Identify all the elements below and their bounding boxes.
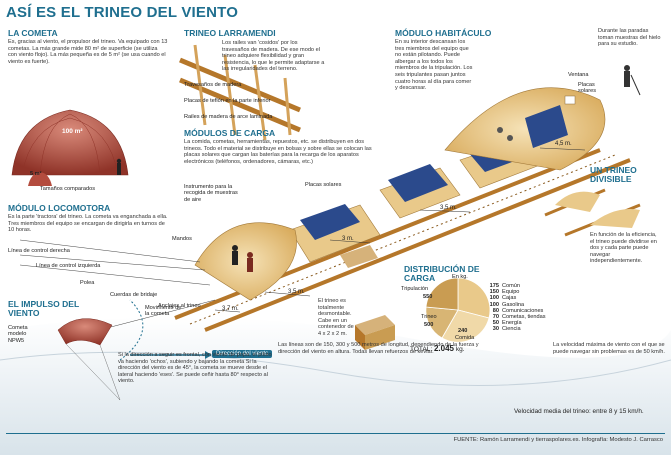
teflon-label: Placas de teflón en la parte inferior	[184, 98, 271, 104]
legend-label: Comunicaciones	[502, 307, 544, 314]
control-lines	[19, 239, 216, 336]
pie-label-sled: Trineo	[421, 314, 437, 320]
locomotive-dome	[194, 222, 297, 301]
legend-label: Cajas	[502, 295, 517, 302]
kite-model-label: Cometa modelo NPW5	[8, 325, 28, 344]
legend-label: Ciencia	[502, 326, 521, 333]
distribution-total: TOTAL: 2.045 kg.	[410, 344, 464, 353]
source-credit: FUENTE: Ramón Larramendi y tierraspolare…	[453, 437, 663, 443]
legend-value: 100	[489, 295, 499, 302]
dim-front: 3,7 m.	[222, 306, 239, 312]
dim-locomotive: 3,5 m.	[288, 289, 305, 295]
impulso-text: Si la dirección a seguir es frontal, con…	[118, 352, 272, 385]
dim-cargo-2: 3,5 m.	[440, 205, 457, 211]
larramendi-text: Los railes van 'cosidos' por los travesa…	[222, 40, 325, 73]
legend-value: 70	[492, 314, 499, 321]
page-title: ASÍ ES EL TRINEO DEL VIENTO	[6, 4, 239, 21]
total-label: TOTAL:	[410, 346, 433, 353]
kite-movement-label: Movimiento de la cometa	[145, 305, 182, 318]
carga-text: La comida, cometas, herramientas, repues…	[184, 139, 372, 165]
lines-text: Las líneas son de 150, 300 y 500 metros …	[278, 342, 479, 355]
pie-label-crew: Tripulación	[401, 286, 429, 292]
locomotora-heading: MÓDULO LOCOMOTORA	[8, 203, 111, 213]
legend-value: 100	[489, 301, 499, 308]
cargo-solar-label: Placas solares	[305, 182, 342, 188]
divisible-sled-illustration	[544, 188, 641, 237]
carga-heading: MÓDULOS DE CARGA	[184, 128, 276, 138]
distribution-pie	[425, 277, 491, 343]
habitacle-solar-label: Placas solares	[578, 82, 597, 95]
larramendi-heading: TRINEO LARRAMENDI	[184, 28, 276, 38]
habitaculo-heading: MÓDULO HABITÁCULO	[395, 28, 492, 38]
container-box	[355, 315, 395, 350]
pie-value-crew: 550	[423, 294, 433, 300]
dim-habitacle: 4,5 m.	[555, 141, 572, 147]
kite-small-size: 5 m²	[30, 171, 42, 177]
distribution-heading: DISTRIBUCIÓN DE CARGA	[404, 264, 480, 283]
legend-value: 30	[492, 326, 499, 333]
bridle-label: Cuerdas de bridaje	[110, 292, 158, 298]
controls-label: Mandos	[172, 236, 192, 242]
wood-crossbars-detail	[179, 44, 301, 141]
max-speed-text: La velocidad máxima de viento con el que…	[553, 342, 665, 355]
kite-size-comparison	[11, 109, 129, 186]
legend-value: 80	[492, 307, 499, 314]
npw5-kite	[57, 299, 144, 401]
total-value: 2.045	[433, 344, 454, 353]
dim-cargo-1: 3 m.	[342, 236, 354, 242]
legend-label: Equipo	[502, 289, 520, 296]
footer-rule	[6, 433, 665, 434]
impulso-heading: EL IMPULSO DEL VIENTO	[8, 299, 80, 318]
legend-value: 175	[489, 283, 499, 289]
air-sampler-label: Instrumento para la recogida de muestras…	[184, 184, 238, 203]
legend-label: Gasolina	[502, 301, 525, 308]
legend-value: 150	[489, 289, 499, 296]
pulley-label: Polea	[80, 280, 95, 286]
stops-sampling-text: Durante las paradas toman muestras del h…	[598, 28, 661, 48]
kite-big-size: 100 m²	[62, 128, 83, 135]
window-label: Ventana	[568, 72, 589, 78]
legend-value: 50	[492, 320, 499, 327]
line-left-label: Línea de control izquierda	[36, 263, 101, 269]
cometa-heading: LA COMETA	[8, 28, 58, 38]
legend-label: Cometas, tiendas	[502, 314, 546, 321]
habitacle-dome	[444, 87, 606, 171]
anchors-label: Anclajes al trineo	[158, 303, 201, 309]
rails-label: Railes de madera de arce laminada	[184, 114, 273, 120]
pie-label-food: Comida	[455, 335, 475, 341]
distribution-unit: En kg.	[452, 274, 468, 280]
person-sampling	[624, 65, 641, 96]
pie-value-sled: 500	[424, 322, 434, 328]
divisible-heading: UN TRINEO DIVISIBLE	[590, 165, 637, 184]
pie-value-food: 240	[458, 328, 468, 334]
line-right-label: Línea de control derecha	[8, 248, 70, 254]
container-text: El trineo es totalmente desmontable. Cab…	[318, 298, 354, 337]
legend-label: Común	[502, 283, 521, 289]
crossbars-label: Travesaños de madera	[184, 82, 242, 88]
avg-speed-text: Velocidad media del trineo: entre 8 y 15…	[514, 408, 644, 415]
kite-size-caption: Tamaños comparados	[40, 186, 96, 192]
wind-direction-arrow	[130, 351, 212, 359]
divisible-text: En función de la eficiencia, el trineo p…	[590, 232, 657, 265]
legend-label: Energía	[502, 320, 522, 327]
habitaculo-text: En su interior descansan los tres miembr…	[395, 39, 473, 92]
total-unit: kg.	[455, 346, 465, 353]
locomotora-text: Es la parte 'tractora' del trineo. La co…	[8, 214, 168, 234]
cometa-text: Es, gracias al viento, el propulsor del …	[8, 39, 168, 65]
wind-direction-label: Dirección del viento	[212, 350, 273, 358]
